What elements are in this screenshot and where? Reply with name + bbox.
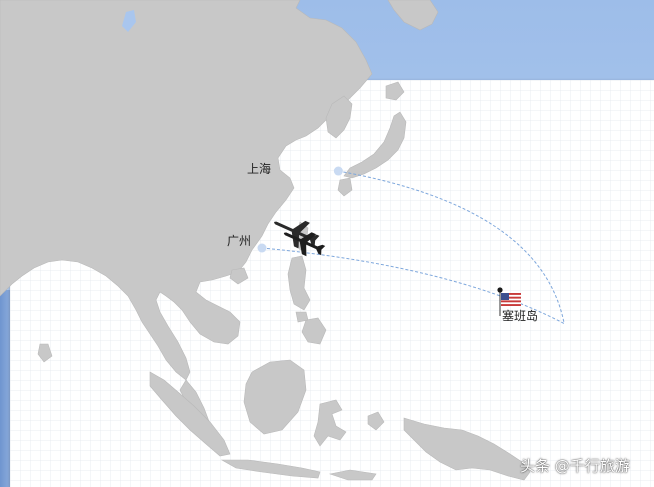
japan-kyushu [337,177,353,197]
new-guinea [403,417,531,481]
city-label-guangzhou: 广州 [227,234,252,248]
japan-hokkaido [385,81,405,101]
city-layer [257,166,343,253]
route-layer [261,170,565,324]
maluku [367,411,385,431]
hainan [229,267,249,285]
airplane-icon [274,220,320,249]
asia-mainland [0,0,373,381]
lesser-sunda [328,469,377,481]
philippines-visayas [295,311,309,323]
sakhalin [387,0,439,31]
java [220,459,321,479]
us-flag-icon [497,287,521,316]
japan-honshu [343,111,407,179]
city-label-saipan: 塞班岛 [502,309,539,323]
route-line [338,170,565,324]
sumatra [149,371,231,457]
philippines-luzon [287,255,311,311]
korean-peninsula [325,95,353,139]
philippines-mindanao [301,317,327,345]
city-dot [333,166,343,176]
sulawesi [313,399,347,447]
city-dot [257,243,267,253]
city-label-shanghai: 上海 [247,162,272,176]
borneo [243,359,307,435]
inland-lake [122,10,136,32]
watermark: 头条 @千行旅游 [520,457,630,475]
small-island-west [37,343,53,363]
airplane-icon-shadow [283,232,326,257]
